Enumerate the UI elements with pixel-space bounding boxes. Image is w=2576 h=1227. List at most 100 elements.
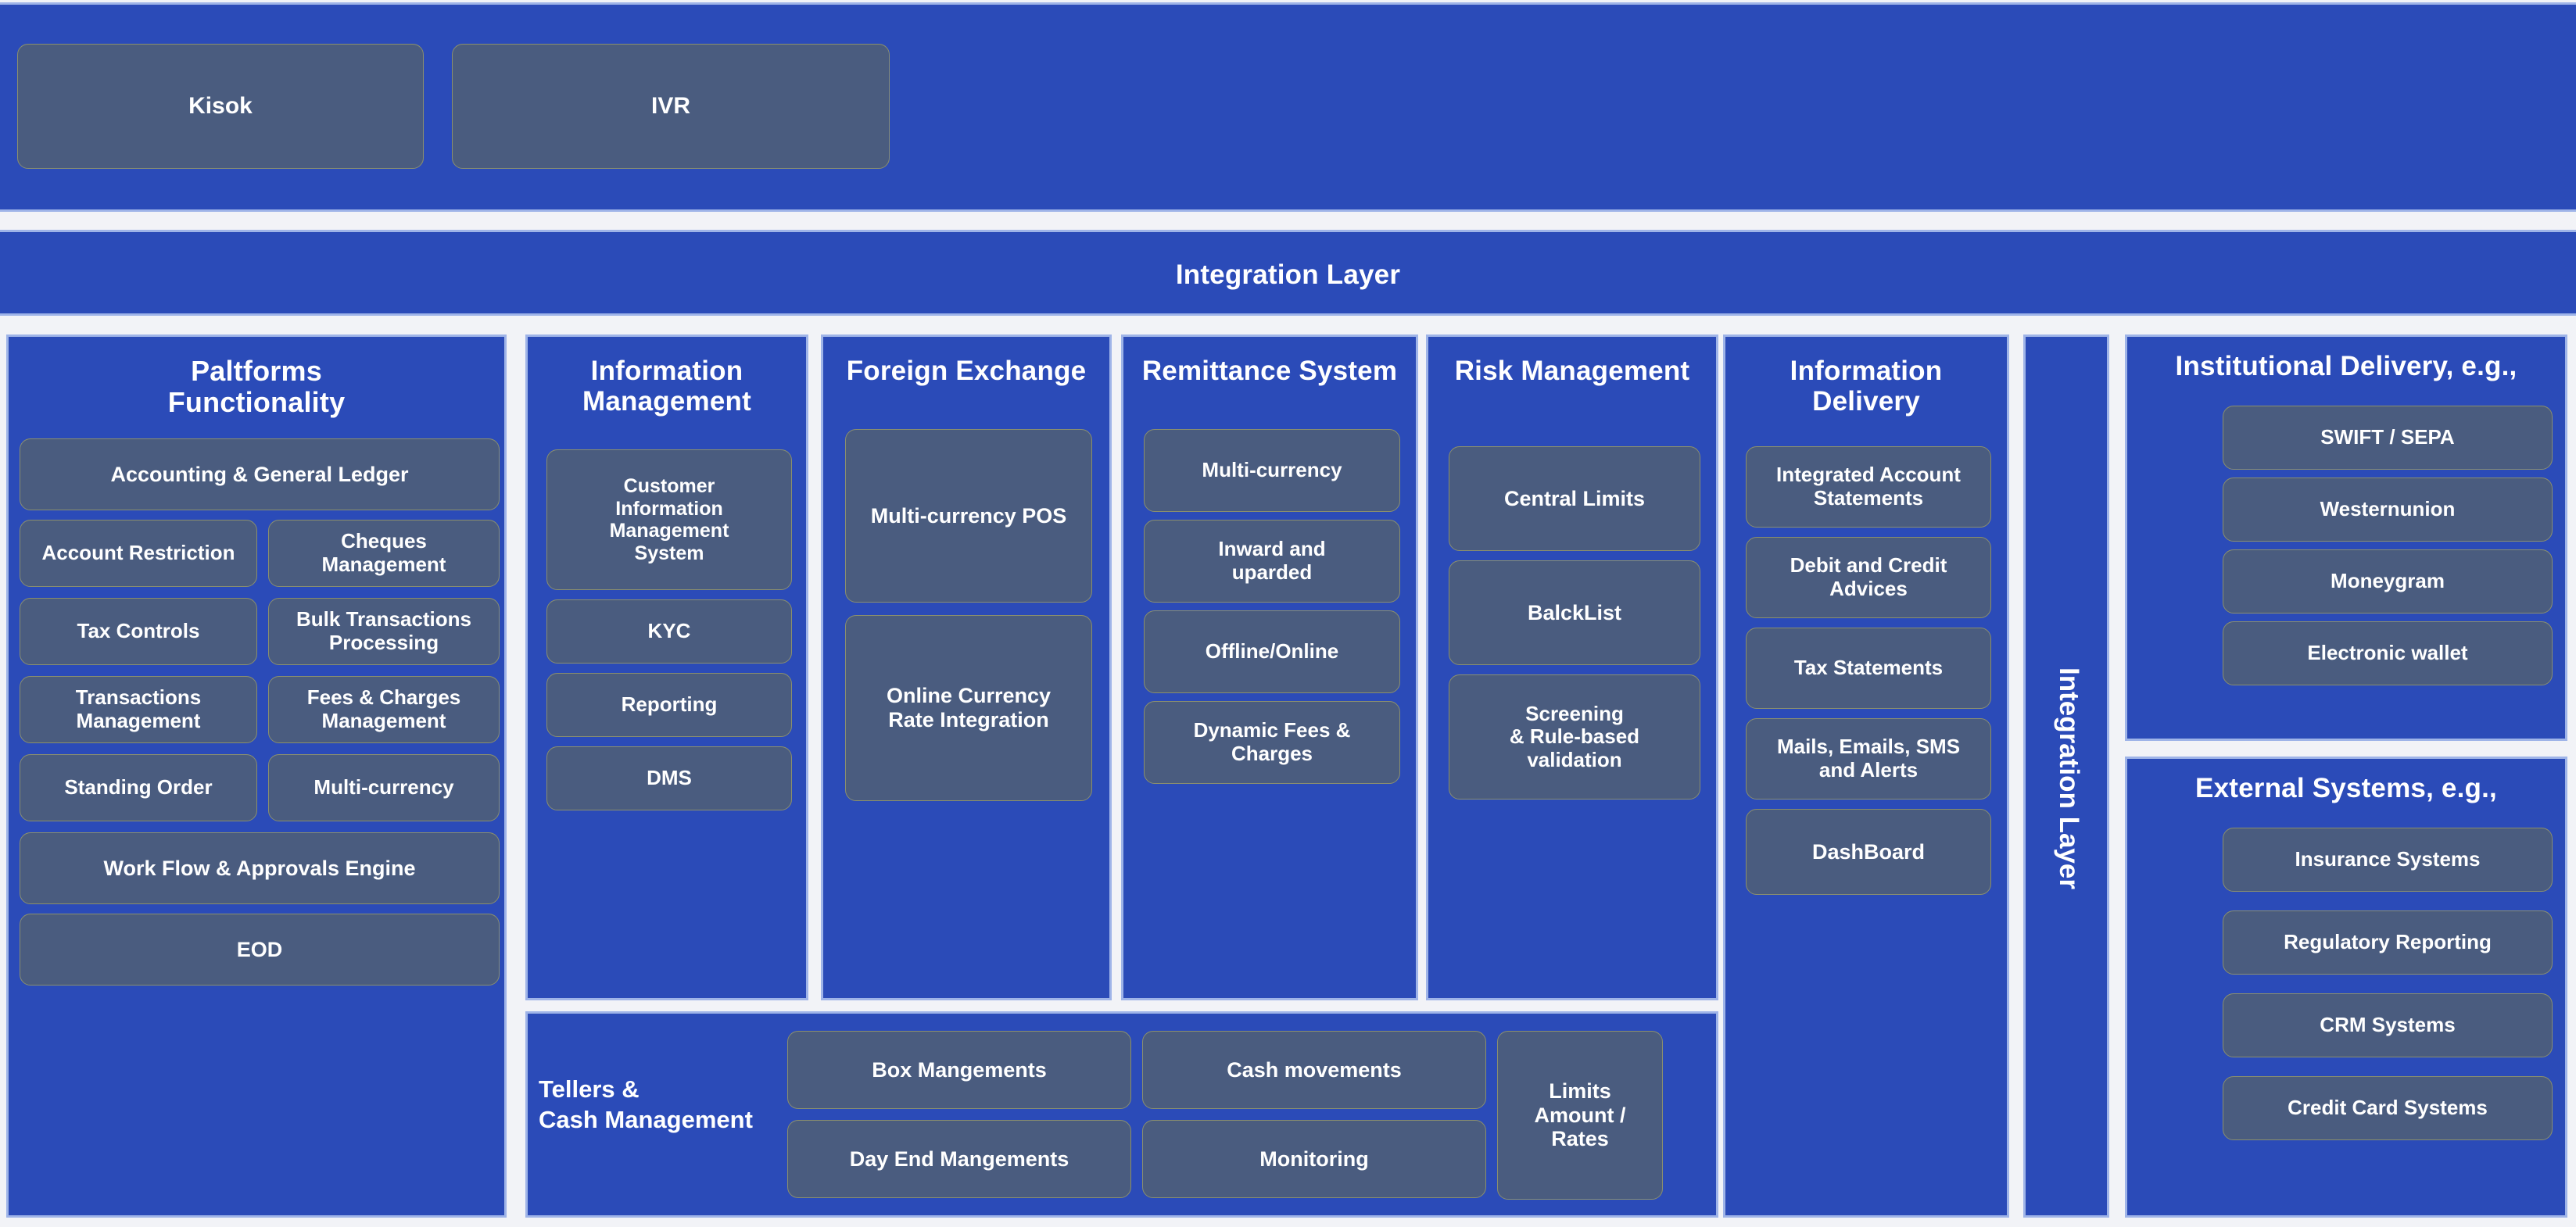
column-platforms-functionality: Paltforms Functionality Accounting & Gen… — [6, 334, 507, 1218]
card-bulk-transactions-processing[interactable]: Bulk Transactions Processing — [268, 598, 500, 665]
card-monitoring-label: Monitoring — [1259, 1147, 1369, 1171]
card-transactions-management-label: Transactions Management — [75, 685, 202, 732]
column-information-delivery-title: Information Delivery — [1725, 337, 2007, 417]
card-central-limits-label: Central Limits — [1503, 486, 1646, 510]
card-swift-sepa[interactable]: SWIFT / SEPA — [2223, 406, 2553, 470]
card-dynamic-fees-charges[interactable]: Dynamic Fees & Charges — [1144, 701, 1400, 784]
card-tax-statements[interactable]: Tax Statements — [1746, 628, 1991, 709]
column-platforms-title: Paltforms Functionality — [9, 337, 504, 419]
column-foreign-exchange: Foreign Exchange Multi-currency POS Onli… — [821, 334, 1112, 1000]
card-screening-rule-based-validation[interactable]: Screening & Rule-based validation — [1449, 674, 1700, 800]
card-multi-currency-remittance[interactable]: Multi-currency — [1144, 429, 1400, 512]
card-dms[interactable]: DMS — [546, 746, 792, 810]
card-electronic-wallet[interactable]: Electronic wallet — [2223, 621, 2553, 685]
card-customer-information-management-system-label: Customer Information Management System — [609, 475, 729, 564]
card-day-end-mangements-label: Day End Mangements — [849, 1147, 1069, 1171]
card-westernunion-label: Westernunion — [2320, 497, 2456, 521]
integration-layer-vertical-label: Integration Layer — [2054, 667, 2084, 889]
card-cheques-management[interactable]: Cheques Management — [268, 520, 500, 587]
card-debit-and-credit-advices[interactable]: Debit and Credit Advices — [1746, 537, 1991, 618]
card-kyc-label: KYC — [647, 619, 691, 643]
card-credit-card-systems[interactable]: Credit Card Systems — [2223, 1076, 2553, 1140]
column-information-management-title-line2: Management — [582, 386, 751, 417]
column-information-management-title: Information Management — [528, 337, 806, 417]
card-day-end-mangements[interactable]: Day End Mangements — [787, 1120, 1131, 1198]
card-reporting-label: Reporting — [621, 692, 718, 717]
column-external-systems-title: External Systems, e.g., — [2195, 773, 2497, 803]
card-regulatory-reporting[interactable]: Regulatory Reporting — [2223, 910, 2553, 975]
card-debit-and-credit-advices-label: Debit and Credit Advices — [1790, 553, 1947, 600]
card-westernunion[interactable]: Westernunion — [2223, 478, 2553, 542]
column-foreign-exchange-title: Foreign Exchange — [846, 356, 1087, 386]
card-limits-amount-rates[interactable]: Limits Amount / Rates — [1497, 1031, 1663, 1200]
card-dynamic-fees-charges-label: Dynamic Fees & Charges — [1193, 718, 1351, 765]
card-customer-information-management-system[interactable]: Customer Information Management System — [546, 449, 792, 590]
channel-card-ivr[interactable]: IVR — [452, 44, 890, 169]
card-balcklist[interactable]: BalckList — [1449, 560, 1700, 665]
card-moneygram[interactable]: Moneygram — [2223, 549, 2553, 614]
column-risk-management: Risk Management Central Limits BalckList… — [1426, 334, 1718, 1000]
card-cheques-management-label: Cheques Management — [321, 529, 446, 576]
card-online-currency-rate-integration-label: Online Currency Rate Integration — [886, 684, 1052, 732]
card-accounting-general-ledger-label: Accounting & General Ledger — [110, 462, 409, 486]
card-box-mangements-label: Box Mangements — [872, 1057, 1047, 1082]
column-remittance-system: Remittance System Multi-currency Inward … — [1121, 334, 1418, 1000]
channel-card-kiosk-label: Kisok — [188, 92, 253, 119]
card-reporting[interactable]: Reporting — [546, 673, 792, 737]
card-tax-statements-label: Tax Statements — [1793, 656, 1944, 680]
card-multi-currency-pos[interactable]: Multi-currency POS — [845, 429, 1092, 603]
card-monitoring[interactable]: Monitoring — [1142, 1120, 1486, 1198]
card-integrated-account-statements-label: Integrated Account Statements — [1776, 463, 1961, 510]
card-box-mangements[interactable]: Box Mangements — [787, 1031, 1131, 1109]
card-inward-and-uparded-label: Inward and uparded — [1218, 537, 1326, 584]
column-information-management: Information Management Customer Informat… — [525, 334, 808, 1000]
card-crm-systems[interactable]: CRM Systems — [2223, 993, 2553, 1057]
card-fees-charges-management[interactable]: Fees & Charges Management — [268, 676, 500, 743]
card-cash-movements[interactable]: Cash movements — [1142, 1031, 1486, 1109]
card-electronic-wallet-label: Electronic wallet — [2307, 641, 2468, 665]
card-kyc[interactable]: KYC — [546, 599, 792, 664]
column-platforms-title-line1: Paltforms — [191, 355, 322, 387]
card-offline-online[interactable]: Offline/Online — [1144, 610, 1400, 693]
card-tax-controls[interactable]: Tax Controls — [20, 598, 257, 665]
row-tellers-cash-management: Tellers & Cash Management Box Mangements… — [525, 1011, 1718, 1218]
column-information-management-title-line1: Information — [590, 356, 743, 386]
card-multi-currency-platforms[interactable]: Multi-currency — [268, 754, 500, 821]
card-swift-sepa-label: SWIFT / SEPA — [2320, 425, 2455, 449]
card-central-limits[interactable]: Central Limits — [1449, 446, 1700, 551]
card-fees-charges-management-label: Fees & Charges Management — [306, 685, 461, 732]
column-institutional-delivery-title: Institutional Delivery, e.g., — [2175, 351, 2517, 381]
card-eod[interactable]: EOD — [20, 914, 500, 986]
card-dms-label: DMS — [647, 766, 692, 790]
card-integrated-account-statements[interactable]: Integrated Account Statements — [1746, 446, 1991, 528]
card-mails-emails-sms-alerts[interactable]: Mails, Emails, SMS and Alerts — [1746, 718, 1991, 800]
channel-card-ivr-label: IVR — [650, 92, 690, 119]
channels-band: Kisok IVR — [0, 2, 2576, 212]
card-standing-order[interactable]: Standing Order — [20, 754, 257, 821]
column-platforms-title-line2: Functionality — [167, 386, 346, 419]
column-information-delivery-title-line1: Information — [1790, 356, 1943, 386]
card-work-flow-approvals-engine-label: Work Flow & Approvals Engine — [103, 856, 416, 880]
card-accounting-general-ledger[interactable]: Accounting & General Ledger — [20, 438, 500, 510]
column-information-delivery: Information Delivery Integrated Account … — [1723, 334, 2009, 1218]
card-dashboard-label: DashBoard — [1811, 839, 1926, 864]
card-moneygram-label: Moneygram — [2331, 569, 2445, 593]
column-risk-management-title: Risk Management — [1454, 356, 1690, 386]
integration-layer-vertical: Integration Layer — [2023, 334, 2109, 1218]
card-dashboard[interactable]: DashBoard — [1746, 809, 1991, 895]
card-standing-order-label: Standing Order — [64, 775, 213, 800]
card-cash-movements-label: Cash movements — [1227, 1057, 1402, 1082]
channel-card-kiosk[interactable]: Kisok — [17, 44, 424, 169]
card-inward-and-uparded[interactable]: Inward and uparded — [1144, 520, 1400, 603]
card-work-flow-approvals-engine[interactable]: Work Flow & Approvals Engine — [20, 832, 500, 904]
card-transactions-management[interactable]: Transactions Management — [20, 676, 257, 743]
card-tax-controls-label: Tax Controls — [77, 619, 200, 643]
integration-layer-band: Integration Layer — [0, 230, 2576, 316]
card-insurance-systems[interactable]: Insurance Systems — [2223, 828, 2553, 892]
tellers-label-line2: Cash Management — [539, 1105, 753, 1133]
card-bulk-transactions-processing-label: Bulk Transactions Processing — [296, 607, 471, 654]
card-regulatory-reporting-label: Regulatory Reporting — [2284, 930, 2492, 954]
card-account-restriction[interactable]: Account Restriction — [20, 520, 257, 587]
card-online-currency-rate-integration[interactable]: Online Currency Rate Integration — [845, 615, 1092, 801]
card-screening-rule-based-validation-label: Screening & Rule-based validation — [1509, 701, 1640, 771]
